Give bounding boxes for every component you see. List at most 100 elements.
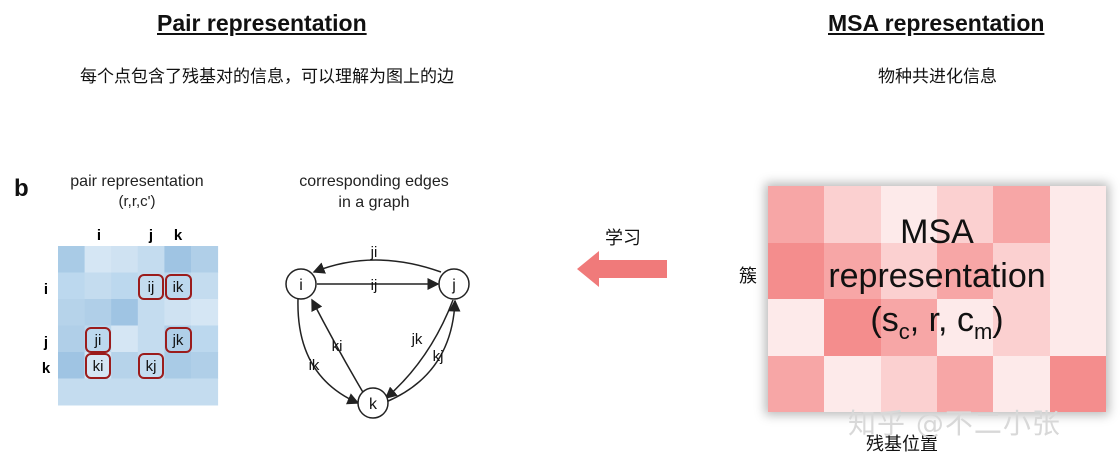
msa-grid-cell (768, 186, 825, 243)
pair-title: Pair representation (157, 10, 367, 36)
msa-grid-cell (880, 299, 937, 356)
msa-grid-cell (1049, 186, 1106, 243)
msa-grid-cell (1049, 299, 1106, 356)
pair-caption-line1: pair representation (70, 173, 203, 190)
msa-grid-cell (993, 299, 1050, 356)
pair-grid-cell (111, 352, 139, 379)
msa-heat-grid (768, 186, 1106, 412)
graph-caption-line1: corresponding edges (299, 173, 448, 190)
node-i-label: i (299, 277, 303, 294)
pair-grid-cell (164, 272, 192, 300)
msa-grid-cell (880, 242, 937, 299)
msa-grid-cell (824, 355, 881, 412)
pair-grid-cell (84, 325, 112, 353)
msa-grid-cell (1049, 355, 1106, 412)
cluster-axis-label: 簇 (739, 266, 757, 287)
col-label-k: k (174, 227, 183, 244)
pair-grid-cell (137, 352, 165, 379)
pair-grid-cell (111, 246, 139, 273)
pair-grid-cell (191, 246, 219, 273)
node-j-label: j (451, 277, 456, 294)
pair-grid-cell (191, 272, 219, 300)
edge-kj (385, 299, 461, 403)
edge-jk (384, 299, 454, 399)
pair-grid-cell (58, 352, 86, 379)
pair-grid-cell (58, 378, 86, 406)
msa-grid-cell (768, 355, 825, 412)
msa-box-line3: (sc, r, cm) (870, 301, 1004, 344)
msa-box: MSA representation (sc, r, cm) (768, 186, 1106, 412)
pair-grid-cell (191, 378, 219, 406)
node-k (357, 387, 389, 419)
pair-grid-cell (164, 246, 192, 273)
msa-grid-cell (880, 186, 937, 243)
cell-kj-box (138, 353, 164, 379)
pair-grid-cell (111, 325, 139, 353)
cell-ki-box (85, 353, 111, 379)
pair-grid-cell (84, 378, 112, 406)
pair-grid-cell (164, 352, 192, 379)
msa-box-text: MSA representation (sc, r, cm) (768, 210, 1106, 354)
edge-ki (311, 298, 365, 395)
pair-grid-cell (58, 246, 86, 273)
msa-grid-cell (993, 186, 1050, 243)
row-label-k: k (42, 360, 51, 377)
cell-ik-box (165, 274, 192, 300)
msa-grid-cell (1049, 242, 1106, 299)
cell-jk-box (165, 327, 192, 353)
pair-grid-cell (137, 299, 165, 326)
msa-box-line1: MSA (900, 213, 974, 251)
pair-grid-cell (84, 246, 112, 273)
pair-grid-cell (164, 299, 192, 326)
edge-label-ji: ji (370, 244, 378, 261)
edge-label-ik: ik (309, 357, 320, 374)
watermark: 知乎 @不二小张 (848, 407, 1061, 440)
row-label-i: i (44, 281, 48, 298)
pair-figure: b pair representation (r,r,c') i j k i j… (14, 173, 470, 419)
msa-subtitle: 物种共进化信息 (878, 67, 997, 87)
residue-position-label: 残基位置 (866, 434, 938, 455)
pair-grid-cell (164, 378, 192, 406)
col-label-j: j (148, 227, 153, 244)
pair-grid-cell (111, 299, 139, 326)
msa-title: MSA representation (828, 10, 1045, 36)
graph-caption-line2: in a graph (338, 194, 409, 211)
edge-label-jk: jk (411, 331, 423, 348)
msa-grid-cell (824, 242, 881, 299)
node-k-label: k (369, 396, 378, 413)
col-label-i: i (97, 227, 101, 244)
edge-ik (297, 298, 360, 405)
cell-kj-label: kj (146, 358, 157, 375)
msa-grid-cell (936, 299, 994, 356)
pair-grid-cell (137, 378, 165, 406)
pair-grid-cell (58, 325, 86, 353)
msa-grid-cell (824, 186, 881, 243)
pair-grid-cell (191, 352, 219, 379)
pair-matrix-grid (58, 246, 219, 406)
node-j (438, 268, 470, 300)
cell-ik-label: ik (173, 279, 184, 296)
learn-arrow (577, 251, 667, 287)
learn-label: 学习 (605, 228, 641, 249)
msa-grid-cell (936, 355, 994, 412)
pair-grid-cell (111, 378, 139, 406)
pair-grid-cell (111, 272, 139, 300)
pair-grid-cell (137, 246, 165, 273)
msa-box-line2: representation (828, 257, 1046, 295)
node-i (285, 268, 317, 300)
edge-label-kj: kj (433, 348, 444, 365)
cell-ji-box (85, 327, 111, 353)
pair-caption-line2: (r,r,c') (118, 193, 155, 210)
msa-grid-cell (993, 355, 1050, 412)
cell-ki-label: ki (93, 358, 104, 375)
msa-grid-cell (768, 242, 825, 299)
pair-grid-cell (84, 352, 112, 379)
cell-ij-label: ij (148, 279, 155, 296)
cell-jk-label: jk (172, 332, 184, 349)
msa-grid-cell (768, 299, 825, 356)
msa-grid-cell (824, 299, 881, 356)
pair-grid-cell (137, 325, 165, 353)
pair-grid-cell (191, 299, 219, 326)
msa-grid-cell (936, 186, 994, 243)
panel-label: b (14, 175, 29, 202)
